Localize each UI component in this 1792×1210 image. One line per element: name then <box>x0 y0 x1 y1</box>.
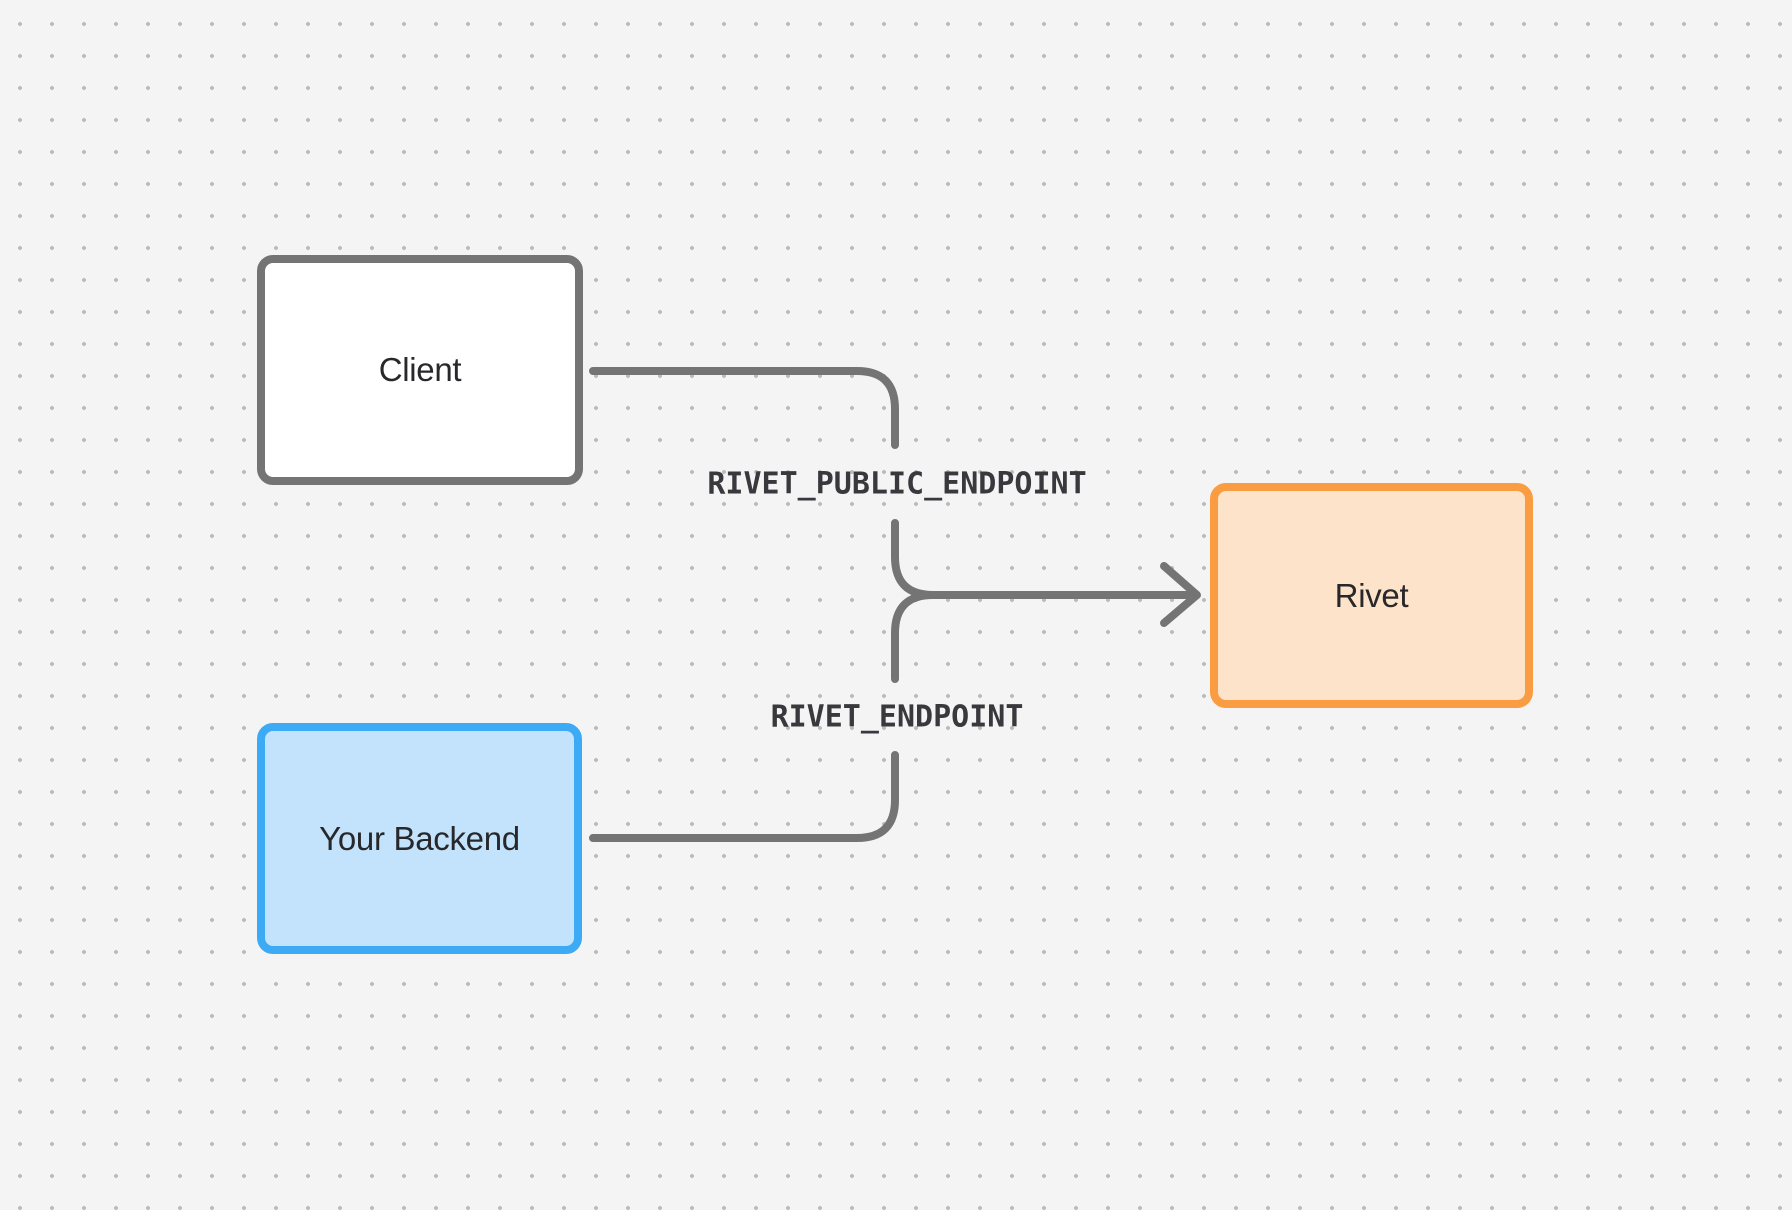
edge-label-rivet-endpoint: RIVET_ENDPOINT <box>770 699 1024 735</box>
node-rivet-label: Rivet <box>1334 576 1409 614</box>
node-your-backend-label: Your Backend <box>319 819 520 857</box>
edge-label-rivet-public-endpoint: RIVET_PUBLIC_ENDPOINT <box>707 466 1087 502</box>
edge-client-out <box>589 367 899 449</box>
node-client: Client <box>257 255 583 485</box>
arrowhead-icon <box>1160 562 1201 627</box>
node-your-backend: Your Backend <box>257 723 582 954</box>
node-rivet: Rivet <box>1210 483 1533 708</box>
edge-upper-merge <box>891 519 1197 599</box>
edge-lower-merge <box>891 591 937 683</box>
node-client-label: Client <box>378 351 462 388</box>
edge-backend-out <box>589 751 899 842</box>
